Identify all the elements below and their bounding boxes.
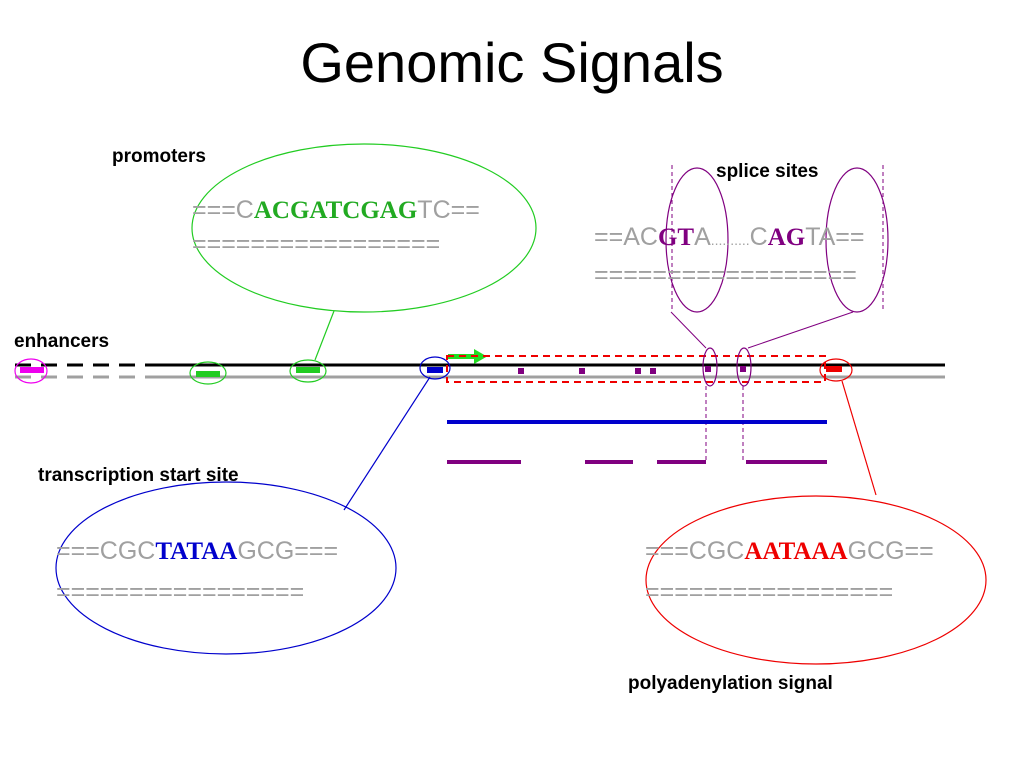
page-title: Genomic Signals (300, 31, 723, 94)
tss-seq-highlight: TATAA (155, 538, 237, 565)
exon-mark (740, 366, 746, 372)
polya-marker (819, 358, 853, 382)
polya-sequence: ===CGCAATAAAGCG== (645, 537, 934, 565)
promoter-ellipse-2 (289, 359, 327, 383)
promoter-block-1 (196, 371, 220, 377)
splice-marker-ellipse-2 (736, 347, 752, 387)
splice-seq-pre: ==AC (594, 223, 658, 251)
splice-sequence: ==ACGTA..........CAGTA== (594, 223, 865, 251)
splice-seq-acceptor: AG (768, 224, 806, 251)
promoter-seq-bottom: ================= (192, 230, 440, 258)
splice-seq-dots: .......... (711, 232, 750, 248)
promoter-block-2 (296, 367, 320, 373)
splice-seq-post: TA== (805, 223, 864, 251)
exon-mark (705, 366, 711, 372)
exon-marks (518, 366, 746, 374)
tss-callout-ellipse (55, 481, 397, 655)
splice-seq-pre2: C (750, 223, 768, 251)
polya-callout-line (841, 380, 877, 496)
splice-callout-line-1 (670, 311, 707, 349)
exon-mark (650, 368, 656, 374)
promoter-marker-1 (189, 361, 227, 385)
splice-callout-ellipse-acceptor (825, 167, 889, 313)
promoter-ellipse-1 (189, 361, 227, 385)
promoters-label: promoters (112, 146, 206, 167)
promoter-callout-ellipse (191, 143, 537, 313)
tss-seq-pre: ===CGC (56, 537, 155, 565)
enhancer-block (20, 367, 44, 373)
exon-mark (579, 368, 585, 374)
tss-seq-post: GCG=== (237, 537, 338, 565)
exon-mark (518, 368, 524, 374)
splice-marker-ellipse-1 (702, 347, 718, 387)
tss-marker (419, 356, 451, 380)
promoter-callout-line (314, 310, 335, 361)
enhancer-ellipse (14, 358, 48, 384)
splice-seq-mid: A (694, 223, 711, 251)
genome-track (15, 363, 945, 379)
splice-seq-donor: GT (658, 224, 694, 251)
enhancers-label: enhancers (14, 331, 109, 352)
exon-mark (635, 368, 641, 374)
tss-label: transcription start site (38, 465, 239, 486)
promoter-sequence: ===CACGATCGAGTC== (192, 196, 480, 224)
tss-seq-bottom: ================= (56, 578, 304, 606)
tss-callout-line (343, 376, 431, 511)
promoter-seq-highlight: ACGATCGAG (254, 197, 417, 224)
promoter-marker-2 (289, 359, 327, 383)
splice-callout-ellipse-donor (665, 167, 729, 313)
promoter-seq-post: TC== (417, 196, 480, 224)
polya-label: polyadenylation signal (628, 673, 833, 694)
polya-callout-ellipse (645, 495, 987, 665)
enhancer-marker (14, 358, 48, 384)
polya-block (826, 366, 842, 372)
polya-seq-bottom: ================= (645, 578, 893, 606)
tss-block (427, 367, 443, 373)
polya-ellipse (819, 358, 853, 382)
gene-region-box (446, 355, 826, 383)
splice-sites-label: splice sites (716, 161, 818, 182)
tss-sequence: ===CGCTATAAGCG=== (56, 537, 338, 565)
polya-seq-post: GCG== (848, 537, 934, 565)
splice-callout-line-2 (747, 311, 854, 349)
tss-ellipse (419, 356, 451, 380)
polya-seq-highlight: AATAAA (744, 538, 847, 565)
promoter-seq-pre: ===C (192, 196, 254, 224)
splice-seq-bottom: ================== (594, 261, 857, 289)
arrow-head (474, 349, 487, 364)
polya-seq-pre: ===CGC (645, 537, 744, 565)
